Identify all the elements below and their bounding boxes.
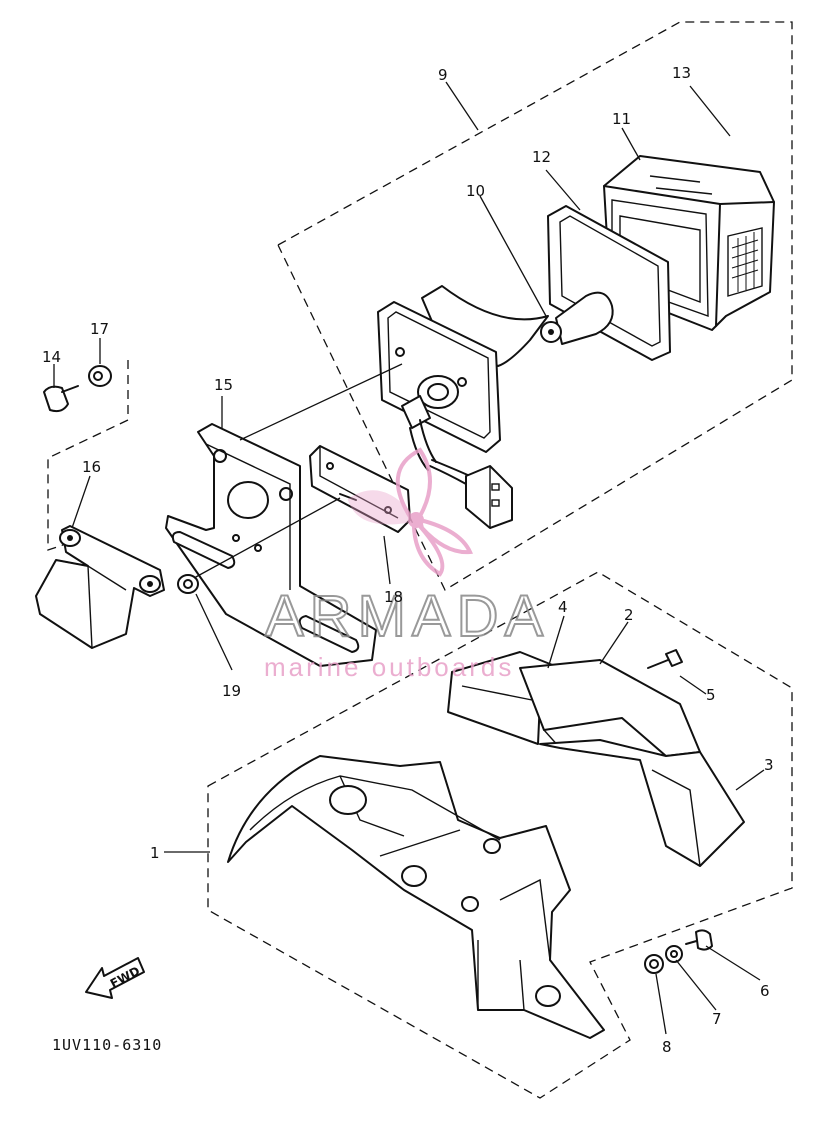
callout-11: 11 — [612, 110, 631, 128]
part-16-reflector — [35, 525, 165, 649]
callout-5: 5 — [706, 686, 716, 704]
callout-8: 8 — [662, 1038, 672, 1056]
callout-17: 17 — [90, 320, 109, 338]
callout-13: 13 — [672, 64, 691, 82]
part-15-license-bracket — [165, 423, 377, 667]
callout-10: 10 — [466, 182, 485, 200]
part-12-gasket — [547, 205, 671, 361]
callout-3: 3 — [764, 756, 774, 774]
callout-19: 19 — [222, 682, 241, 700]
callout-4: 4 — [558, 598, 568, 616]
callout-15: 15 — [214, 376, 233, 394]
light-base-plate — [377, 301, 501, 485]
reflector-grid — [727, 227, 763, 297]
brand-tagline: marine outboards — [264, 652, 514, 682]
assembly-9-boundary — [277, 21, 793, 591]
forward-direction-icon: FWD — [85, 957, 145, 999]
callout-16: 16 — [82, 458, 101, 476]
part-14-bolt — [43, 385, 79, 413]
assembly-14-17-bracket-boundary — [47, 360, 129, 551]
part-19-nut — [177, 574, 199, 594]
diagram-code: 1UV110-6310 — [52, 1036, 162, 1054]
part-7-washer — [665, 945, 683, 963]
callout-labels: 9 13 11 12 10 17 14 15 16 18 4 2 19 5 3 … — [42, 64, 774, 1056]
part-3-right-lens — [539, 739, 745, 867]
part-8-washer — [644, 954, 664, 974]
callout-7: 7 — [712, 1010, 722, 1028]
assembly-fender-boundary — [207, 571, 793, 1099]
part-5-screw — [647, 649, 683, 669]
part-6-bolt — [685, 929, 713, 951]
callout-2: 2 — [624, 606, 634, 624]
callout-6: 6 — [760, 982, 770, 1000]
brand-wordmark: ARMADA — [265, 584, 549, 649]
leader-lines — [53, 81, 765, 1035]
callout-18: 18 — [384, 588, 403, 606]
callout-9: 9 — [438, 66, 448, 84]
armada-watermark: ARMADA marine outboards — [264, 447, 549, 682]
propeller-logo-icon — [347, 447, 473, 577]
part-10-bulb — [540, 291, 614, 345]
callout-1: 1 — [150, 844, 160, 862]
part-17-washer — [88, 365, 112, 387]
part-1-fender-housing — [227, 755, 605, 1039]
callout-14: 14 — [42, 348, 61, 366]
wire-connector — [465, 465, 513, 529]
callout-12: 12 — [532, 148, 551, 166]
